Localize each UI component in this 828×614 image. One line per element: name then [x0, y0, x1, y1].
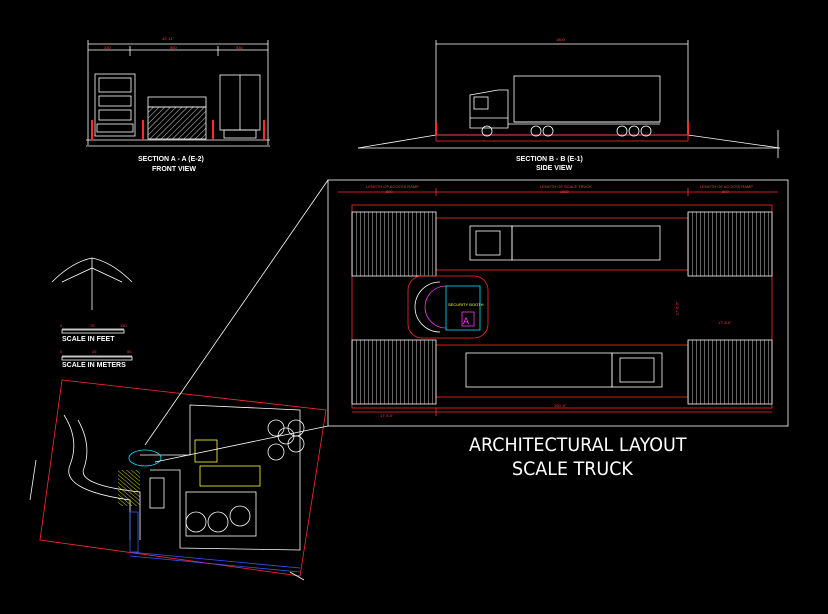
bottom-dim-overall: 190'-0" — [554, 403, 567, 408]
side-overall-dim: 1800 — [556, 37, 565, 42]
north-arrow — [51, 257, 133, 310]
feet-tick-0: 0 — [60, 323, 63, 328]
front-dim-middle: 550 — [170, 45, 177, 50]
drawing-title-line2: SCALE TRUCK — [512, 458, 633, 480]
feet-tick-1: 75 — [90, 323, 95, 328]
drawing-title-line1: ARCHITECTURAL LAYOUT — [469, 434, 687, 456]
side-section-title: SECTION B - B (E-1) — [516, 156, 583, 163]
front-view-drawing — [86, 40, 270, 147]
front-dim-right: 330 — [236, 45, 243, 50]
meters-tick-0: 0 — [60, 349, 63, 354]
front-overall-dim: 42'-11" — [162, 36, 175, 41]
front-dim-left: 330 — [104, 45, 111, 50]
front-view-label: FRONT VIEW — [152, 166, 196, 173]
meters-tick-1: 25 — [92, 349, 97, 354]
meters-tick-2: 50 — [127, 349, 132, 354]
scale-length-label: LENGTH OF SCALE TRUCK — [540, 184, 592, 189]
side-dim-middle: 17'-6.0" — [674, 301, 680, 316]
front-section-title: SECTION A - A (E-2) — [138, 156, 204, 163]
ramp-right-label: LENGTH OF ACCESS RAMP — [700, 184, 753, 189]
scale-meters-label: SCALE IN METERS — [62, 362, 126, 369]
bottom-dim-left: 17'-6.0" — [380, 413, 394, 418]
feet-tick-2: 150 — [120, 323, 127, 328]
booth-label: SECURITY BOOTH — [448, 302, 484, 307]
ramp-left-label: LENGTH OF ACCESS RAMP — [366, 184, 419, 189]
ramp-left-value: 800 — [386, 189, 393, 194]
scale-bars — [61, 328, 133, 361]
scale-feet-label: SCALE IN FEET — [62, 336, 115, 343]
side-view-label: SIDE VIEW — [536, 165, 573, 172]
side-view-drawing — [357, 40, 781, 158]
site-plan-drawing — [29, 179, 329, 581]
scale-length-value: 1800 — [560, 189, 569, 194]
side-dim-right: 17'-6.0" — [718, 320, 732, 325]
booth-marker: A — [463, 316, 470, 326]
ramp-right-value: 800 — [722, 189, 729, 194]
plan-detail-drawing — [327, 179, 789, 427]
